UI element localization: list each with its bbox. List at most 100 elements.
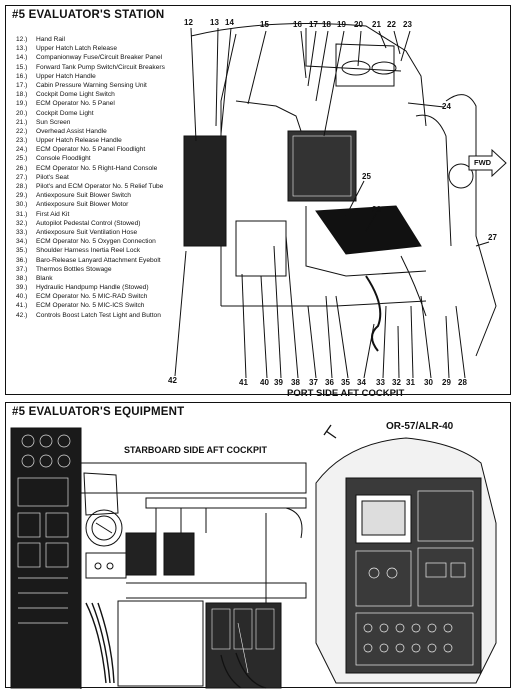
legend-item: 38.) Blank — [16, 275, 181, 283]
legend-text: Upper Hatch Latch Release — [36, 45, 118, 53]
legend-text: Blank — [36, 274, 53, 282]
legend-number: 19.) — [16, 100, 28, 108]
legend-text: Pilot's and ECM Operator No. 5 Relief Tu… — [36, 183, 164, 190]
callout-label: 33 — [376, 378, 385, 387]
legend-number: 34.) — [16, 238, 28, 246]
callout-label: 31 — [406, 378, 415, 387]
callout-label: 40 — [260, 378, 269, 387]
starboard-equipment-drawing — [10, 424, 497, 689]
legend-text: Cockpit Dome Light — [36, 109, 94, 117]
callout-label: 41 — [239, 378, 248, 387]
legend-number: 40.) — [16, 293, 28, 301]
callout-label: 28 — [458, 378, 467, 387]
legend-text: Upper Hatch Release Handle — [36, 137, 122, 145]
legend-number: 22.) — [16, 127, 28, 135]
callout-label: 38 — [291, 378, 300, 387]
legend-text: Baro-Release Lanyard Attachment Eyebolt — [36, 256, 161, 264]
legend-text: ECM Operator No. 5 Right-Hand Console — [36, 164, 158, 172]
callout-label: 39 — [274, 378, 283, 387]
legend-text: Shoulder Harness Inertia Reel Lock — [36, 247, 141, 255]
legend-number: 18.) — [16, 91, 28, 99]
callout-label: 16 — [293, 20, 302, 29]
legend-text: Upper Hatch Handle — [36, 72, 96, 80]
legend-item: 32.)Autopilot Pedestal Control (Stowed) — [16, 220, 181, 228]
starboard-equipment-panel: #5 EVALUATOR'S EQUIPMENT STARBOARD SIDE … — [5, 402, 511, 689]
legend-number: 38.) — [16, 274, 28, 282]
starboard-side-caption: STARBOARD SIDE AFT COCKPIT — [124, 445, 267, 455]
equipment-title: #5 EVALUATOR'S EQUIPMENT — [12, 406, 185, 418]
legend-item: 25.)Console Floodlight — [16, 155, 181, 163]
callout-label: 15 — [260, 20, 269, 29]
legend-item: 35.) Shoulder Harness Inertia Reel Lock — [16, 247, 181, 255]
legend-text: Hydraulic Handpump Handle (Stowed) — [36, 284, 149, 292]
callout-label: 35 — [341, 378, 350, 387]
callout-label: 12 — [184, 18, 193, 27]
legend-number: 36.) — [16, 256, 28, 264]
callout-label: 22 — [387, 20, 396, 29]
legend-number: 14.) — [16, 54, 28, 62]
callout-label: 29 — [442, 378, 451, 387]
callout-label: 24 — [442, 102, 451, 111]
legend-text: Console Floodlight — [36, 155, 91, 163]
legend-item: 28.)Pilot's and ECM Operator No. 5 Relie… — [16, 183, 181, 191]
legend-item: 19.)ECM Operator No. 5 Panel — [16, 100, 181, 108]
callout-label: 32 — [392, 378, 401, 387]
legend-number: 33.) — [16, 228, 28, 236]
legend-number: 27.) — [16, 173, 28, 181]
callout-label: 18 — [322, 20, 331, 29]
callout-label: 27 — [488, 233, 497, 242]
legend-text: Overhead Assist Handle — [36, 127, 107, 135]
station-title: #5 EVALUATOR'S STATION — [12, 9, 165, 21]
legend-text: ECM Operator No. 5 Panel Floodlight — [36, 146, 146, 154]
callout-label: 42 — [168, 376, 177, 385]
legend-item: 26.)ECM Operator No. 5 Right-Hand Consol… — [16, 165, 181, 173]
legend-text: First Aid Kit — [36, 210, 70, 218]
port-cockpit-drawing — [174, 23, 507, 379]
legend-item: 37.) Thermos Bottles Stowage — [16, 266, 181, 274]
callout-label: 17 — [309, 20, 318, 29]
legend-item: 14.)Companionway Fuse/Circuit Breaker Pa… — [16, 54, 181, 62]
legend-text: Autopilot Pedestal Control (Stowed) — [36, 219, 141, 227]
legend-item: 17.)Cabin Pressure Warning Sensing Unit — [16, 82, 181, 90]
callout-label: 14 — [225, 18, 234, 27]
callout-label: 25 — [362, 172, 371, 181]
callout-label: 13 — [210, 18, 219, 27]
legend-item: 16.) Upper Hatch Handle — [16, 73, 181, 81]
legend-text: Antiexposure Suit Blower Motor — [36, 201, 129, 209]
legend-text: Thermos Bottles Stowage — [36, 265, 112, 273]
legend-number: 29.) — [16, 192, 28, 200]
legend-number: 39.) — [16, 284, 28, 292]
legend-item: 27.)Pilot's Seat — [16, 174, 181, 182]
legend-item: 29.)Antiexposure Suit Blower Switch — [16, 192, 181, 200]
legend-text: Hand Rail — [36, 36, 65, 43]
legend-item: 24.) ECM Operator No. 5 Panel Floodlight — [16, 146, 181, 154]
callout-label: 34 — [357, 378, 366, 387]
legend-item: 20.) Cockpit Dome Light — [16, 110, 181, 118]
legend-item: 42.)Controls Boost Latch Test Light and … — [16, 312, 181, 320]
legend-number: 20.) — [16, 109, 28, 117]
legend-number: 31.) — [16, 210, 28, 218]
equipment-model-label: OR-57/ALR-40 — [386, 421, 454, 432]
legend-text: Cabin Pressure Warning Sensing Unit — [36, 81, 147, 89]
legend-item: 40.) ECM Operator No. 5 MIC-RAD Switch — [16, 293, 181, 301]
legend-number: 16.) — [16, 72, 28, 80]
legend-number: 21.) — [16, 118, 28, 126]
legend-number: 23.) — [16, 137, 28, 145]
legend-number: 30.) — [16, 201, 28, 209]
legend-item: 22.) Overhead Assist Handle — [16, 128, 181, 136]
legend-number: 41.) — [16, 302, 28, 310]
legend-text: ECM Operator No. 5 Oxygen Connection — [36, 238, 156, 246]
callout-label: 36 — [325, 378, 334, 387]
legend-item: 15.)Forward Tank Pump Switch/Circuit Bre… — [16, 64, 181, 72]
legend-item: 31.) First Aid Kit — [16, 211, 181, 219]
callout-label: 20 — [354, 20, 363, 29]
legend-number: 35.) — [16, 247, 28, 255]
callout-label: 23 — [403, 20, 412, 29]
legend-text: Cockpit Dome Light Switch — [36, 91, 115, 99]
callout-label: 26 — [372, 205, 381, 214]
legend-text: ECM Operator No. 5 MIC-RAD Switch — [36, 293, 148, 301]
legend-number: 24.) — [16, 146, 28, 154]
legend-number: 37.) — [16, 265, 28, 273]
callout-label: 21 — [372, 20, 381, 29]
legend-item: 23.) Upper Hatch Release Handle — [16, 137, 181, 145]
